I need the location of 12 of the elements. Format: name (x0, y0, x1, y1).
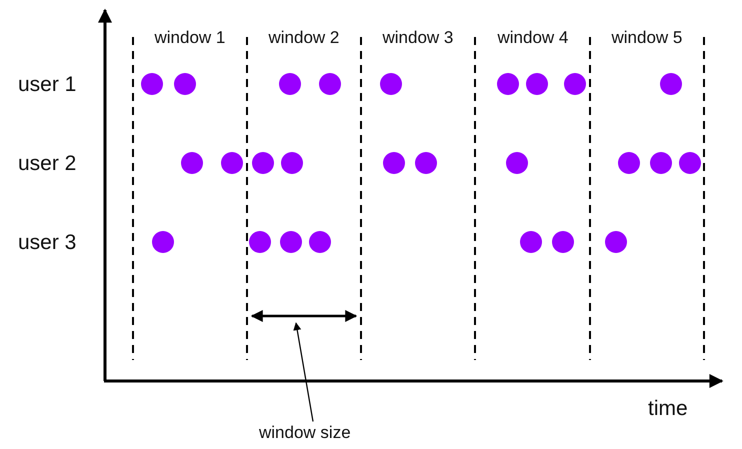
user-label: user 2 (18, 152, 76, 174)
window-label: window 1 (154, 28, 226, 46)
window-label: window 3 (382, 28, 454, 46)
window-label: window 5 (612, 28, 682, 46)
axis-label: time (648, 398, 688, 418)
user-label: user 3 (18, 232, 76, 252)
leader-line (293, 322, 314, 422)
annotation-text: window size (259, 424, 351, 440)
dimension-line (250, 310, 358, 322)
window-label: window 4 (498, 28, 568, 46)
user-label: user 1 (18, 74, 76, 94)
window-label: window 2 (268, 28, 340, 46)
